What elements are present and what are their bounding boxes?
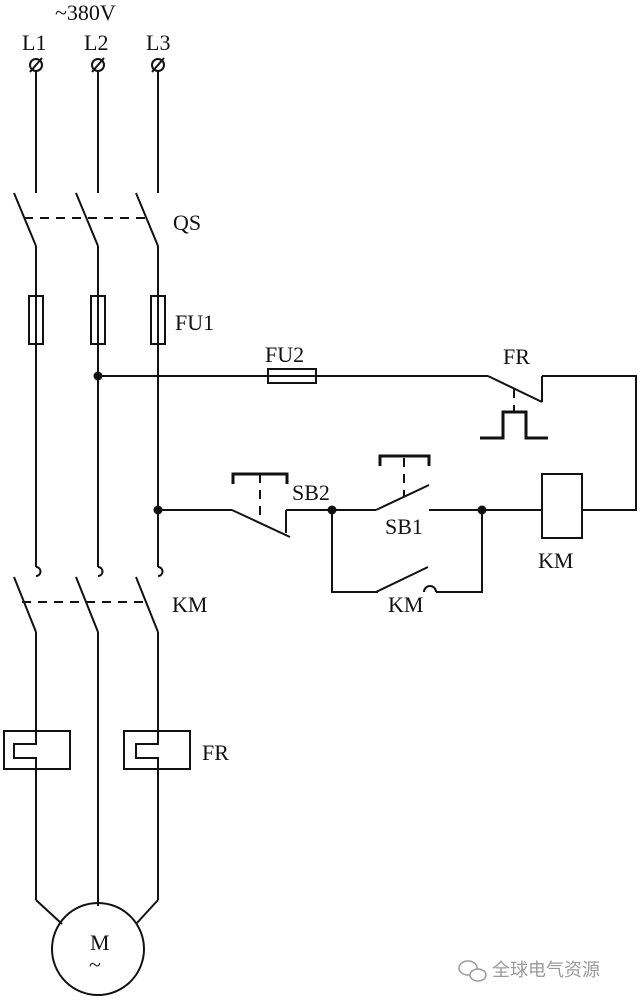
motor-label: M — [90, 930, 110, 955]
wechat-icon — [458, 960, 487, 982]
supply-wires — [35, 71, 159, 193]
fr-thermal-element-l1 — [3, 730, 71, 770]
fu2-label: FU2 — [265, 342, 304, 367]
km-main-label: KM — [172, 592, 207, 617]
terminal-l2 — [91, 57, 105, 73]
phase-label-l2: L2 — [84, 30, 108, 55]
terminal-l3 — [151, 57, 165, 73]
motor-ac-symbol: ~ — [89, 952, 101, 977]
motor — [51, 902, 145, 996]
sb2-stop-button — [231, 472, 291, 538]
fr-nc-contact — [480, 375, 548, 440]
fr-contact-label: FR — [503, 344, 530, 369]
watermark-text: 全球电气资源 — [492, 960, 600, 981]
phase-label-l1: L1 — [22, 30, 46, 55]
fu2-fuse — [267, 368, 317, 384]
km-aux-label: KM — [388, 592, 423, 617]
fr-thermal-element-l3 — [123, 730, 191, 770]
km-aux-contact — [331, 510, 483, 593]
qs-label: QS — [173, 210, 201, 235]
sb1-label: SB1 — [385, 514, 423, 539]
terminal-l1 — [29, 57, 43, 73]
sb2-label: SB2 — [292, 480, 330, 505]
supply-voltage-label: ~380V — [55, 0, 116, 25]
phase-label-l3: L3 — [146, 30, 170, 55]
watermark: 全球电气资源 — [458, 960, 600, 982]
wires-fr-motor — [35, 769, 159, 925]
wires-km-fr — [35, 632, 159, 900]
control-wire-right-loop — [542, 375, 637, 511]
km-coil-label: KM — [538, 548, 573, 573]
wires-fu1-km — [35, 344, 159, 567]
km-coil — [541, 473, 583, 539]
fu1-fuses — [28, 295, 166, 345]
sb1-start-button — [375, 454, 431, 511]
km-main-contacts — [13, 566, 164, 633]
fu1-label: FU1 — [175, 310, 214, 335]
qs-switch — [13, 192, 159, 247]
fr-main-label: FR — [202, 740, 229, 765]
wires-qs-fu1 — [35, 246, 159, 296]
